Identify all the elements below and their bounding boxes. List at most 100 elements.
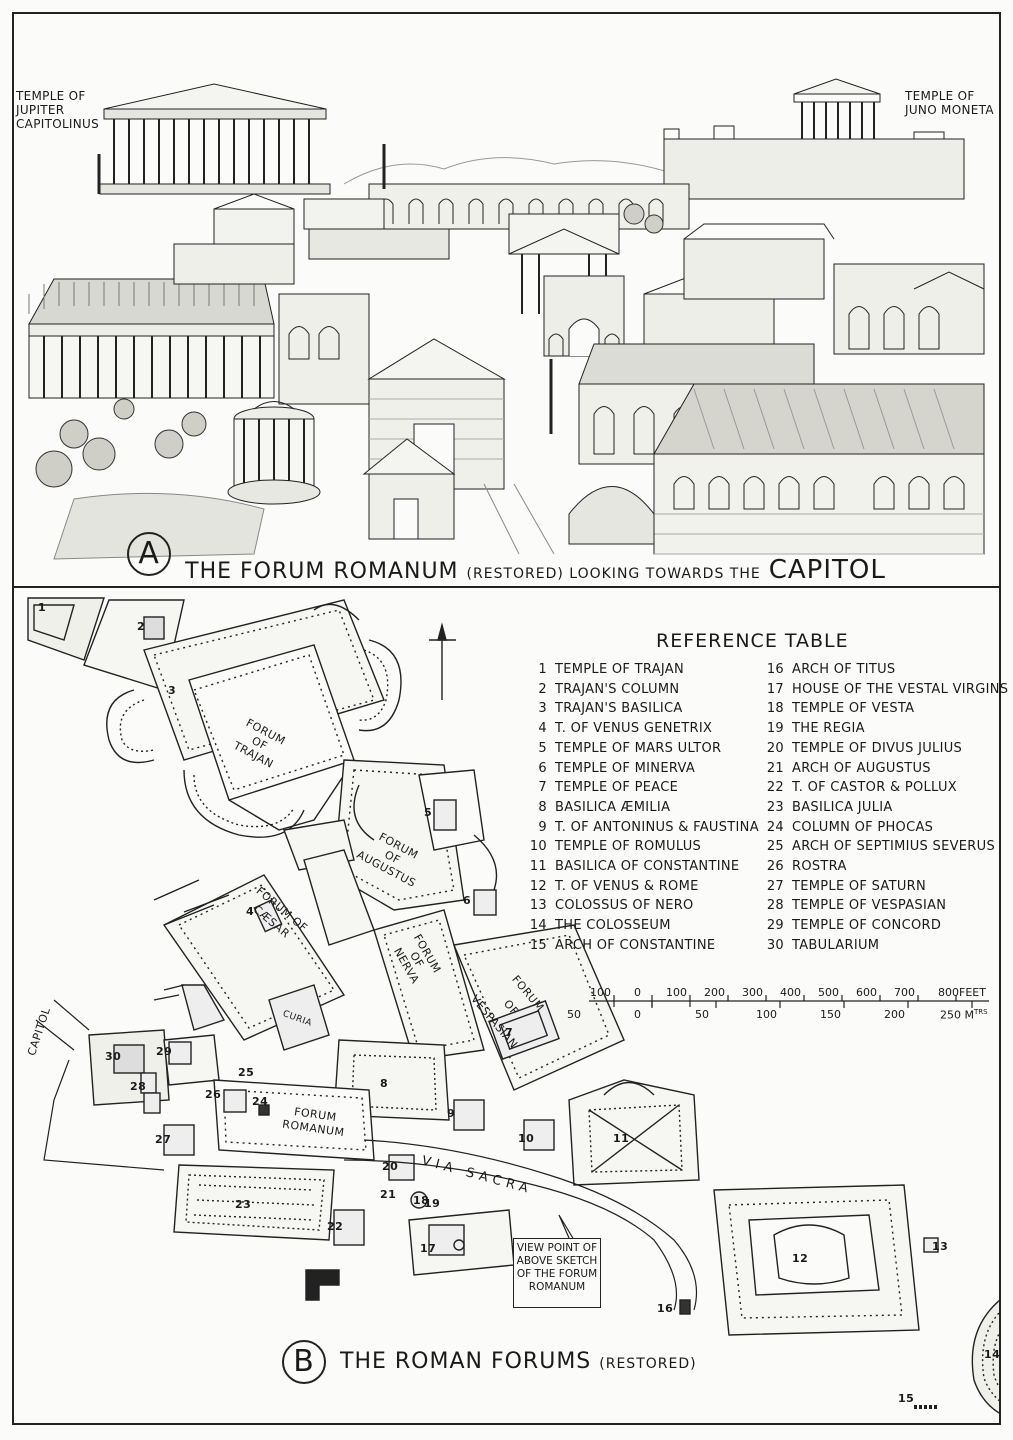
plan-marker-11: 11: [613, 1132, 630, 1145]
scale-metres-4: 150: [820, 1008, 841, 1021]
plan-marker-28: 28: [130, 1080, 147, 1093]
reference-number: 14: [529, 918, 547, 934]
reference-name: COLOSSUS OF NERO: [555, 898, 694, 914]
temple-venus-rome-plan: [713, 1184, 920, 1336]
temple-jupiter: [99, 83, 331, 195]
reference-name: TEMPLE OF MARS ULTOR: [555, 740, 722, 756]
reference-number: 7: [538, 780, 547, 796]
plan-marker-13: 13: [932, 1240, 949, 1253]
reference-number: 6: [538, 760, 547, 776]
forum-romanum-plan: [213, 1079, 375, 1161]
plan-marker-18: 18: [413, 1194, 430, 1207]
reference-row: 18 TEMPLE OF VESTA: [762, 699, 1008, 719]
reference-number: 15: [529, 937, 547, 953]
reference-number: 26: [766, 859, 784, 875]
plan-marker-2: 2: [137, 620, 146, 633]
scale-metres-unit: M: [964, 1008, 975, 1022]
reference-name: THE REGIA: [792, 721, 865, 737]
caption-b-note: (RESTORED): [599, 1356, 697, 1372]
scale-feet-9: 800FEET: [938, 986, 986, 999]
reference-name: ARCH OF TITUS: [792, 662, 896, 677]
reference-number: 22: [766, 780, 784, 796]
reference-name: T. OF VENUS GENETRIX: [555, 721, 713, 737]
reference-row: 20 TEMPLE OF DIVUS JULIUS: [762, 739, 1008, 759]
reference-name: ARCH OF AUGUSTUS: [792, 760, 931, 776]
basilica-julia-plan: [173, 1164, 335, 1241]
scale-metres-0: 50: [567, 1008, 581, 1021]
scale-feet-6: 500: [818, 986, 839, 999]
scale-metres-6: 250 MTRS: [940, 1008, 988, 1022]
scale-metres-2: 50: [695, 1008, 709, 1021]
plan-marker-8: 8: [380, 1077, 389, 1090]
label-juno-line-1: TEMPLE OF: [905, 89, 975, 103]
reference-name: TEMPLE OF MINERVA: [555, 760, 696, 776]
reference-number: 4: [538, 721, 547, 737]
arch-titus-plan: [679, 1299, 691, 1315]
plan-marker-21: 21: [380, 1188, 397, 1201]
reference-number: 10: [529, 839, 547, 855]
reference-number: 18: [766, 701, 784, 717]
reference-name: THE COLOSSEUM: [555, 918, 671, 934]
house-vestal-plan: [408, 1209, 515, 1276]
temple-castor-plan: [333, 1209, 365, 1246]
reference-number: 16: [766, 662, 784, 677]
reference-number: 30: [766, 937, 784, 953]
forum-caesar-plan: [153, 874, 346, 1051]
reference-number: 9: [538, 819, 547, 835]
temple-saturn-plan: [163, 1124, 195, 1156]
brick-building-sketch: [653, 383, 985, 555]
plan-marker-25: 25: [238, 1066, 255, 1079]
scale-metres-1: 0: [634, 1008, 641, 1021]
reference-name: TEMPLE OF VESPASIAN: [792, 898, 947, 914]
reference-number: 29: [766, 918, 784, 934]
reference-number: 28: [766, 898, 784, 914]
reference-row: 6 TEMPLE OF MINERVA: [525, 759, 759, 779]
reference-row: 16 ARCH OF TITUS: [762, 660, 1008, 680]
reference-number: 24: [766, 819, 784, 835]
plan-marker-23: 23: [235, 1198, 252, 1211]
caption-a-note: (RESTORED) LOOKING TOWARDS THE: [466, 566, 761, 582]
arch-septimius-sketch: [543, 275, 625, 357]
reference-number: 3: [538, 701, 547, 717]
reference-name: BASILICA JULIA: [792, 799, 893, 815]
scale-feet-9-value: 800: [938, 986, 959, 999]
colossus-nero-plan: [923, 1237, 939, 1253]
forum-augustus-plan: [333, 759, 498, 911]
caption-b: B THE ROMAN FORUMS (RESTORED): [282, 1340, 697, 1384]
scale-feet-unit: FEET: [959, 986, 986, 999]
reference-number: 17: [766, 681, 784, 697]
reference-name: TEMPLE OF PEACE: [555, 780, 679, 796]
viewpoint-line-3: OF THE FORUM: [516, 1268, 598, 1280]
scale-feet-7: 600: [856, 986, 877, 999]
caption-a-letter: A: [127, 532, 172, 576]
plan-marker-22: 22: [327, 1220, 344, 1233]
reference-number: 20: [766, 740, 784, 756]
plan-marker-9: 9: [447, 1107, 456, 1120]
label-jupiter-line-1: TEMPLE OF: [16, 89, 86, 103]
plan-marker-4: 4: [246, 905, 255, 918]
scale-feet-0: 100: [590, 986, 611, 999]
reference-name: TEMPLE OF VESTA: [792, 701, 915, 717]
reference-name: TEMPLE OF DIVUS JULIUS: [792, 740, 963, 756]
reference-name: T. OF CASTOR & POLLUX: [792, 780, 957, 796]
reference-number: 25: [766, 839, 784, 855]
plan-marker-24: 24: [252, 1095, 269, 1108]
plan-marker-5: 5: [424, 806, 433, 819]
reference-number: 2: [538, 681, 547, 697]
plan-marker-27: 27: [155, 1133, 172, 1146]
scale-feet-8: 700: [894, 986, 915, 999]
label-jupiter-line-2: JUPITER: [16, 103, 65, 117]
plan-marker-12: 12: [792, 1252, 809, 1265]
